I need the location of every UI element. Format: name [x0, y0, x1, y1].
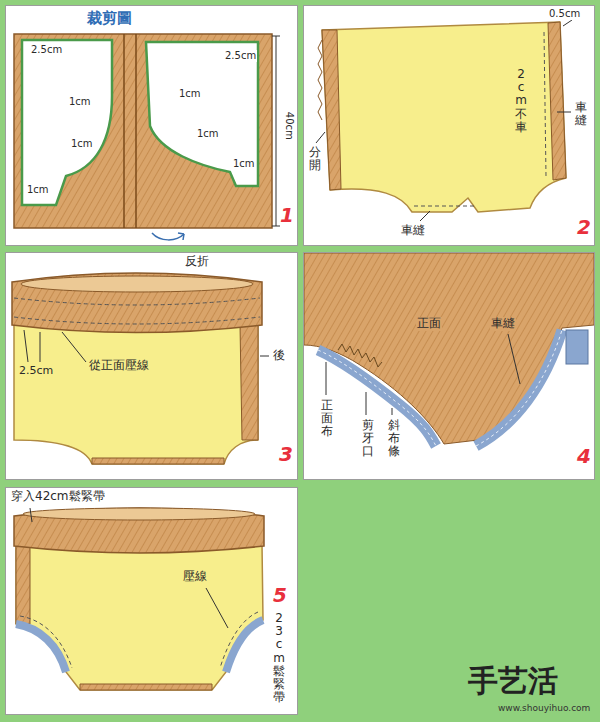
leader-line	[392, 408, 393, 415]
leader-line	[24, 330, 28, 362]
bias-strip	[566, 330, 588, 364]
leader-line	[206, 588, 228, 628]
annotation: 車縫	[400, 224, 426, 238]
leader-line	[557, 112, 571, 113]
leader-line	[316, 132, 325, 143]
seam-allowance	[240, 325, 258, 440]
stitch-line	[414, 206, 476, 207]
leader-line	[366, 392, 367, 415]
annotation: 2cm不車	[514, 68, 528, 134]
step-number: 1	[279, 204, 295, 227]
watermark-url: www.shouyihuo.com	[498, 703, 590, 713]
annotation: 2.5cm	[224, 50, 257, 62]
step-number: 5	[272, 584, 288, 607]
diagram-heading: 裁剪圖	[86, 10, 133, 27]
panel-ground	[303, 252, 595, 480]
annotation: 1cm	[26, 184, 50, 196]
seam-allowance	[322, 30, 341, 190]
dimension-line	[272, 226, 280, 227]
leader-line	[563, 20, 572, 26]
fold-arrow	[152, 233, 184, 240]
leader-line	[62, 332, 86, 362]
waistband-fold	[21, 276, 253, 292]
garment-body	[16, 544, 263, 690]
stitch-line	[20, 616, 72, 668]
fabric	[14, 34, 272, 228]
annotation: 後	[272, 349, 286, 363]
annotation: 穿入42cm鬆緊帶	[10, 490, 106, 504]
annotation: 1cm	[178, 88, 202, 100]
annotation: 1cm	[232, 158, 256, 170]
pattern-piece	[22, 40, 112, 205]
annotation: 剪牙口	[361, 419, 375, 459]
panel-ground	[5, 487, 298, 715]
annotation: 車縫	[490, 317, 516, 331]
fold-arrow	[178, 233, 184, 240]
annotation: 壓線	[182, 570, 208, 584]
step-panel: 0.5cm2cm不車車縫分開車縫2	[303, 5, 595, 246]
fold-line	[123, 34, 125, 228]
waistband-fold	[23, 508, 255, 520]
step-panel: 反折 2.5cm 從正面壓線 後 3	[5, 252, 298, 480]
annotation: 正面	[416, 317, 442, 331]
step-number: 3	[278, 443, 294, 466]
stitch-line	[544, 32, 546, 176]
stitch-line	[220, 612, 258, 668]
annotation: 1cm	[196, 128, 220, 140]
step-panel: 裁剪圖 2.5cm 1cm 1cm 1cm 2.5cm 1cm 1cm 1cm 40cm 1	[5, 5, 298, 246]
annotation: 斜布條	[387, 419, 401, 459]
watermark: 手艺活	[468, 664, 558, 699]
annotation: 0.5cm	[548, 8, 581, 20]
bias-strip	[476, 330, 562, 446]
dimension-line	[276, 36, 277, 226]
waistband	[12, 273, 262, 333]
step-number: 4	[576, 445, 592, 468]
garment-body	[14, 322, 258, 464]
step-panel: 穿入42cm鬆緊帶壓線 23cm鬆緊帶 5	[5, 487, 298, 715]
leader-line	[40, 332, 41, 362]
annotation: 2.5cm	[18, 365, 54, 378]
annotation: 反折	[184, 255, 210, 269]
bias-strip	[226, 620, 263, 672]
pattern-piece	[146, 42, 258, 186]
clip-notches	[338, 344, 382, 367]
annotation: 23cm鬆緊帶	[272, 612, 286, 704]
leader-line	[30, 508, 32, 522]
seam-allowance	[80, 684, 212, 690]
annotation: 1cm	[70, 138, 94, 150]
dimension-line	[272, 36, 280, 37]
garment-front	[322, 22, 566, 212]
annotation: 1cm	[68, 96, 92, 108]
stitch-line	[476, 330, 562, 446]
fold-line	[135, 34, 137, 228]
panel-ground	[303, 5, 595, 246]
annotation: 正面布	[320, 399, 334, 439]
panel-ground	[5, 5, 298, 246]
stitch-line	[14, 298, 260, 305]
leader-line	[508, 334, 520, 384]
leader-line	[260, 356, 269, 357]
annotation: 2.5cm	[30, 44, 63, 56]
seam-allowance	[548, 22, 566, 180]
zigzag-edge	[318, 40, 322, 120]
annotation: 車縫	[574, 101, 588, 127]
annotation: 分開	[308, 146, 322, 172]
step-panel: 正面 車縫正面布剪牙口斜布條 4	[303, 252, 595, 480]
panel-ground	[5, 252, 298, 480]
step-number: 2	[576, 216, 592, 239]
annotation: 40cm	[284, 111, 296, 141]
bias-strip	[16, 624, 66, 672]
waistband	[14, 508, 264, 553]
stitch-line	[14, 317, 260, 324]
leader-line	[420, 211, 430, 221]
seam-allowance	[92, 458, 224, 464]
leader-line	[326, 362, 327, 395]
seam-allowance	[16, 544, 30, 624]
annotation: 從正面壓線	[88, 359, 150, 373]
